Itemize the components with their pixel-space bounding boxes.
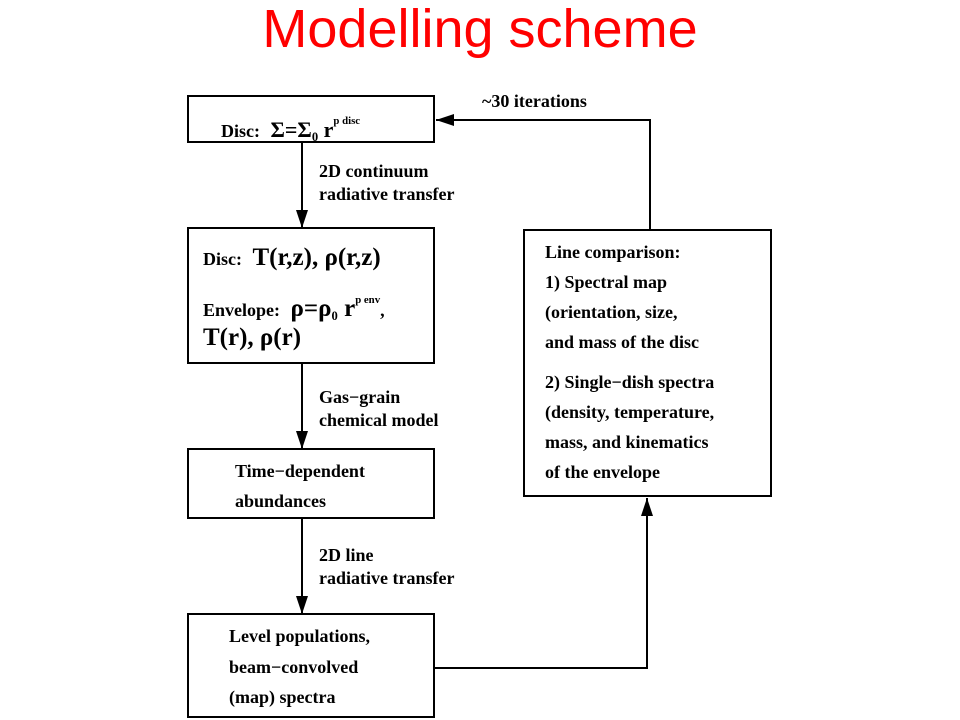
- disc-label: Disc:: [221, 121, 260, 141]
- structure-disc-label: Disc:: [203, 249, 242, 269]
- line-comparison-box: Line comparison: 1) Spectral map (orient…: [523, 229, 772, 497]
- populations-line1: Level populations,: [229, 626, 371, 646]
- disc-envelope-structure-box: Disc: T(r,z), ρ(r,z) Envelope: ρ=ρ0 rp e…: [187, 227, 435, 364]
- abundances-box: Time−dependent abundances: [187, 448, 435, 519]
- sigma-exponent: p disc: [333, 115, 361, 127]
- abundances-line1: Time−dependent: [235, 461, 365, 481]
- sigma-r: r: [318, 117, 334, 142]
- envelope-t-rho: T(r), ρ(r): [203, 324, 302, 351]
- envelope-rho-subscript: 0: [331, 309, 338, 323]
- disc-surface-density-box: Disc: Σ=Σ0 rp disc: [187, 95, 435, 144]
- arrow-populations-to-comparison: [434, 498, 648, 669]
- envelope-label: Envelope:: [203, 300, 281, 320]
- comparison-line6: (density, temperature,: [545, 402, 715, 422]
- populations-line3: (map) spectra: [229, 687, 336, 707]
- arrow1-label-line1: 2D continuum: [319, 161, 429, 181]
- arrow3-label-line1: 2D line: [319, 545, 374, 565]
- loop-iterations-label: ~30 iterations: [482, 91, 587, 111]
- populations-line2: beam−convolved: [229, 657, 359, 677]
- arrow1-label-line2: radiative transfer: [319, 184, 455, 204]
- comparison-line2: 1) Spectral map: [545, 272, 667, 292]
- arrow3-label-line2: radiative transfer: [319, 568, 455, 588]
- envelope-r: r: [337, 295, 356, 322]
- sigma-formula: Σ=Σ: [270, 117, 312, 142]
- comparison-line8: of the envelope: [545, 462, 660, 482]
- comparison-line4: and mass of the disc: [545, 332, 700, 352]
- envelope-comma: ,: [380, 300, 385, 320]
- sigma-subscript: 0: [311, 130, 319, 144]
- level-populations-box: Level populations, beam−convolved (map) …: [187, 613, 435, 718]
- page-title: Modelling scheme: [262, 0, 698, 59]
- comparison-line5: 2) Single−dish spectra: [545, 372, 715, 392]
- arrow2-label-line2: chemical model: [319, 410, 439, 430]
- comparison-line1: Line comparison:: [545, 242, 681, 262]
- structure-disc-formula: T(r,z), ρ(r,z): [252, 244, 381, 271]
- envelope-rho: ρ=ρ: [290, 295, 332, 322]
- comparison-line3: (orientation, size,: [545, 302, 678, 322]
- comparison-line7: mass, and kinematics: [545, 432, 709, 452]
- arrow2-label-line1: Gas−grain: [319, 387, 401, 407]
- arrow-loop-iterations: [436, 119, 651, 230]
- abundances-line2: abundances: [235, 491, 327, 511]
- envelope-exponent: p env: [355, 294, 381, 306]
